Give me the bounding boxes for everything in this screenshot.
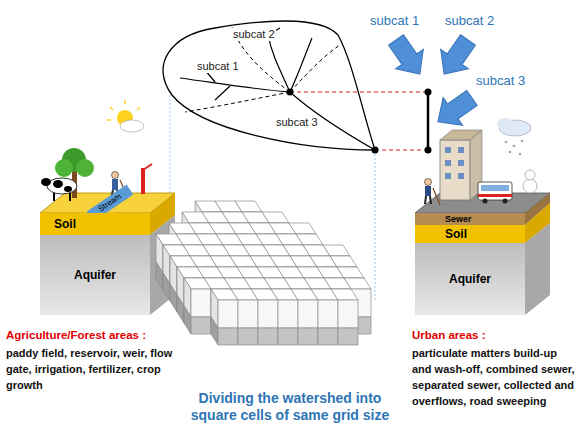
grid-cell-face [323,245,350,256]
layer-label: Aquifer [449,273,491,285]
grid-cell-face [337,267,364,278]
area-description: particulate matters build-up and wash-of… [412,346,578,410]
grid-cell-face [258,328,278,345]
agriculture-block [40,100,175,315]
subcatchment-label: subcat 2 [232,28,276,41]
grid-cell-face [338,328,358,345]
sewer-layer: Sewer [415,213,525,225]
grid-cell-face [218,328,238,345]
subcatchment-boundaries [185,27,340,112]
grid-cell-face [330,256,357,267]
grid-cell-face [163,273,170,301]
inflow-label: subcat 1 [370,14,419,29]
grid-cell-face [218,300,238,328]
grid-cell-face [278,328,298,345]
projection-lines [170,95,375,300]
grid-cell-face [298,300,318,328]
grid-cell-face [338,300,358,328]
layer-label: Sewer [445,215,472,224]
grid-cell-face [191,289,211,317]
grid-cell-face [184,306,191,334]
urban-block [415,118,550,315]
area-heading: Agriculture/Forest areas : [6,329,184,342]
grid-cell-face [344,278,371,289]
grid-cell-face [156,262,163,290]
grid-cell-face [262,212,289,223]
watershed-outline [163,21,375,150]
grid-cell-face [331,289,358,300]
grid-cell-face [289,223,316,234]
layer-label: Soil [445,228,467,240]
grid-cells [156,201,371,345]
subcatchment-label: subcat 3 [275,116,319,129]
grid-cell-face [238,300,258,328]
grid-cell-face [235,201,262,212]
subcatchment-label: subcat 1 [196,60,240,73]
grid-cell-face [170,284,177,312]
inflow-label: subcat 2 [445,14,494,29]
inflow-arrows [382,30,482,135]
grid-cell-face [318,300,338,328]
stream-network [180,28,375,150]
grid-cell-face [258,300,278,328]
caption-text: Dividing the watershed into square cells… [180,390,400,424]
grid-cell-face [318,328,338,345]
grid-cell-face [211,317,218,345]
area-description: paddy field, reservoir, weir, flow gate,… [6,346,184,394]
area-heading: Urban areas : [412,329,578,342]
aquifer-layer: Aquifer [415,243,525,315]
soil-layer: Soil [415,225,525,243]
layer-label: Aquifer [74,269,116,281]
grid-cell-face [296,234,323,245]
grid-cell-face [191,317,211,334]
aquifer-layer: Aquifer [40,235,150,315]
soil-layer: Soil [40,213,150,235]
inflow-label: subcat 3 [476,74,525,89]
layer-label: Soil [54,218,76,230]
grid-cell-face [278,300,298,328]
grid-cell-face [238,328,258,345]
grid-cell-face [177,295,184,323]
grid-cell-face [298,328,318,345]
